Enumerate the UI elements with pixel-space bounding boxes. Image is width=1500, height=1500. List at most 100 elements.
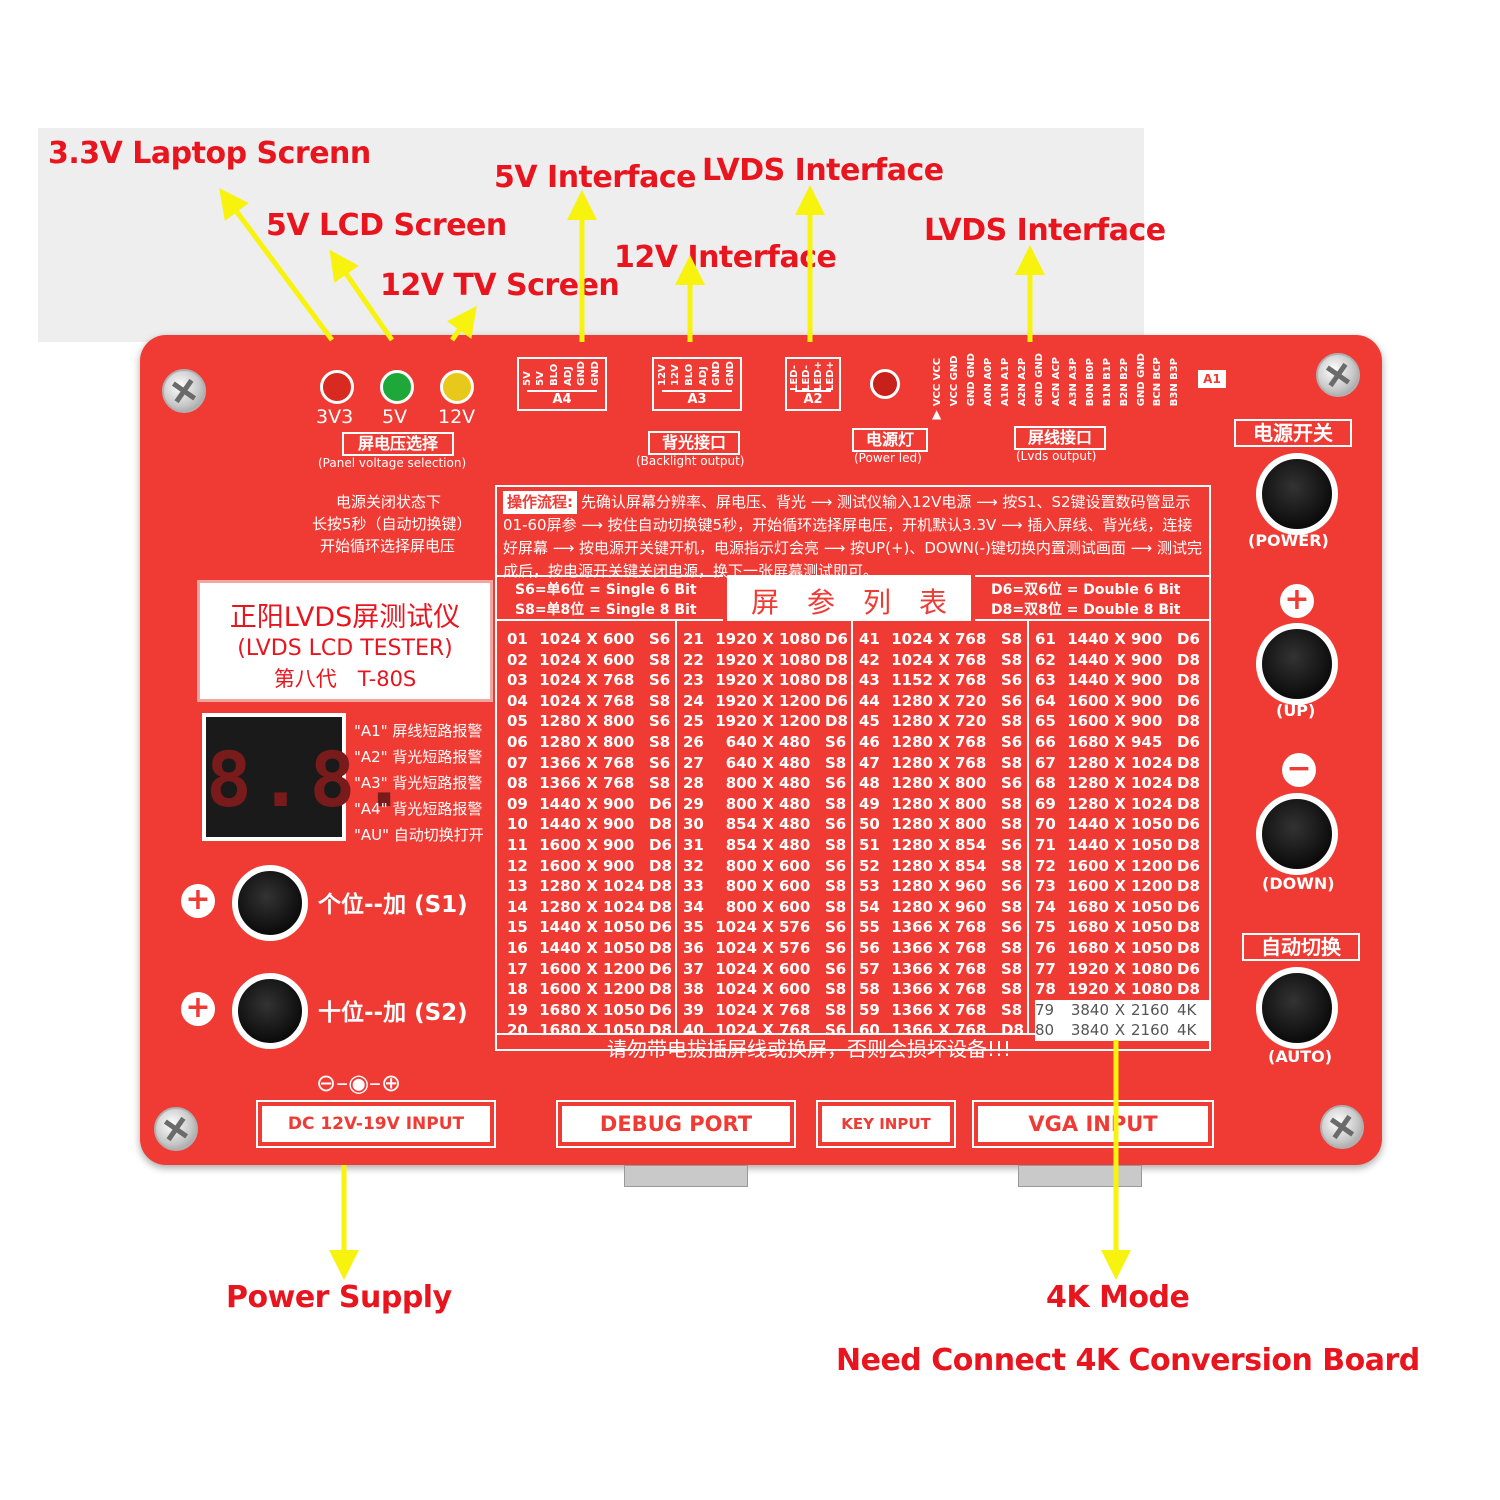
times-sign: X (586, 1000, 598, 1019)
row-number: 34 (683, 897, 704, 916)
dc-input-text: DC 12V-19V INPUT (262, 1106, 490, 1142)
row-number: 54 (859, 897, 880, 916)
row-number: 60 (859, 1021, 880, 1040)
times-sign: X (762, 897, 774, 916)
row-bit-mode: S8 (649, 732, 671, 751)
times-sign: X (762, 938, 774, 957)
row-width: 1280 (891, 856, 933, 875)
row-number: 50 (859, 815, 880, 834)
row-height: 600 (779, 856, 811, 875)
row-height: 768 (955, 671, 987, 690)
debug-port-text: DEBUG PORT (562, 1106, 790, 1142)
row-height: 480 (779, 815, 811, 834)
row-width: 1366 (891, 959, 933, 978)
row-width: 640 (725, 732, 757, 751)
down-button[interactable] (1256, 793, 1338, 875)
row-height: 768 (955, 918, 987, 937)
row-number: 61 (1035, 630, 1056, 648)
row-bit-mode: S6 (1001, 918, 1023, 937)
row-height: 1080 (779, 650, 821, 669)
row-number: 41 (859, 630, 880, 648)
s2-button-label: 十位--加 (S2) (318, 1000, 468, 1026)
row-bit-mode: S8 (825, 980, 847, 999)
row-number: 31 (683, 835, 704, 854)
vga-input-text: VGA INPUT (978, 1106, 1208, 1142)
times-sign: X (586, 732, 598, 751)
times-sign: X (762, 1000, 774, 1019)
times-sign: X (1114, 959, 1126, 978)
row-height: 768 (955, 753, 987, 772)
debug-port-label: DEBUG PORT (556, 1100, 796, 1148)
instructions-text: 先确认屏幕分辨率、屏电压、背光 ⟶ 测试仪输入12V电源 ⟶ 按S1、S2键设置… (503, 493, 1202, 580)
row-number: 20 (507, 1021, 528, 1040)
times-sign: X (586, 691, 598, 710)
callout-4k-board: Need Connect 4K Conversion Board (836, 1343, 1420, 1378)
row-width: 1920 (715, 691, 757, 710)
row-bit-mode: S6 (649, 712, 671, 731)
times-sign: X (762, 630, 774, 648)
row-height: 1080 (779, 671, 821, 690)
row-height: 1200 (603, 980, 645, 999)
connector-a2-label: A2 (795, 390, 831, 407)
row-number: 01 (507, 630, 528, 648)
up-button[interactable] (1256, 623, 1338, 705)
row-width: 1280 (891, 774, 933, 793)
auto-button[interactable] (1256, 967, 1338, 1049)
row-width: 1680 (539, 1000, 581, 1019)
times-sign: X (1114, 774, 1126, 793)
row-bit-mode: S6 (649, 630, 671, 648)
row-width: 1920 (715, 671, 757, 690)
row-width: 1440 (539, 794, 581, 813)
row-height: 1024 (603, 877, 645, 896)
row-bit-mode: S6 (825, 732, 847, 751)
row-height: 945 (1131, 732, 1163, 751)
times-sign: X (762, 815, 774, 834)
times-sign: X (586, 1021, 598, 1040)
polarity-symbol: ⊖–◉–⊕ (316, 1069, 402, 1097)
row-width: 1600 (1067, 856, 1109, 875)
row-bit-mode: S6 (825, 959, 847, 978)
row-width: 1280 (891, 732, 933, 751)
row-width: 3840 (1070, 1000, 1109, 1019)
row-number: 03 (507, 671, 528, 690)
row-number: 63 (1035, 671, 1056, 690)
s1-button-label: 个位--加 (S1) (318, 892, 468, 918)
callout-5v-lcd: 5V LCD Screen (266, 208, 507, 243)
table-bottom-line (497, 1033, 1209, 1035)
lvds-output-label: 屏线接口 (1014, 426, 1106, 450)
row-bit-mode: S8 (1001, 959, 1023, 978)
row-width: 1280 (539, 877, 581, 896)
row-bit-mode: D8 (825, 712, 848, 731)
key-input-text: KEY INPUT (822, 1106, 950, 1142)
led-label-5v: 5V (382, 406, 408, 428)
s2-button[interactable] (232, 973, 308, 1049)
times-sign: X (762, 712, 774, 731)
row-bit-mode: 4K (1177, 1021, 1197, 1040)
times-sign: X (938, 630, 950, 648)
times-sign: X (586, 959, 598, 978)
row-bit-mode: S6 (825, 774, 847, 793)
times-sign: X (938, 877, 950, 896)
row-number: 14 (507, 897, 528, 916)
connector-pin: A0N A0P (983, 357, 995, 407)
row-width: 1152 (891, 671, 933, 690)
row-width: 1680 (1067, 938, 1109, 957)
power-button[interactable] (1256, 453, 1338, 535)
s1-button[interactable] (232, 865, 308, 941)
row-bit-mode: S6 (1001, 691, 1023, 710)
panel-voltage-en: (Panel voltage selection) (318, 456, 467, 470)
times-sign: X (938, 691, 950, 710)
row-number: 53 (859, 877, 880, 896)
row-width: 1024 (891, 630, 933, 648)
screen-parameter-panel: 操作流程:先确认屏幕分辨率、屏电压、背光 ⟶ 测试仪输入12V电源 ⟶ 按S1、… (495, 485, 1211, 1061)
times-sign: X (1114, 630, 1126, 648)
